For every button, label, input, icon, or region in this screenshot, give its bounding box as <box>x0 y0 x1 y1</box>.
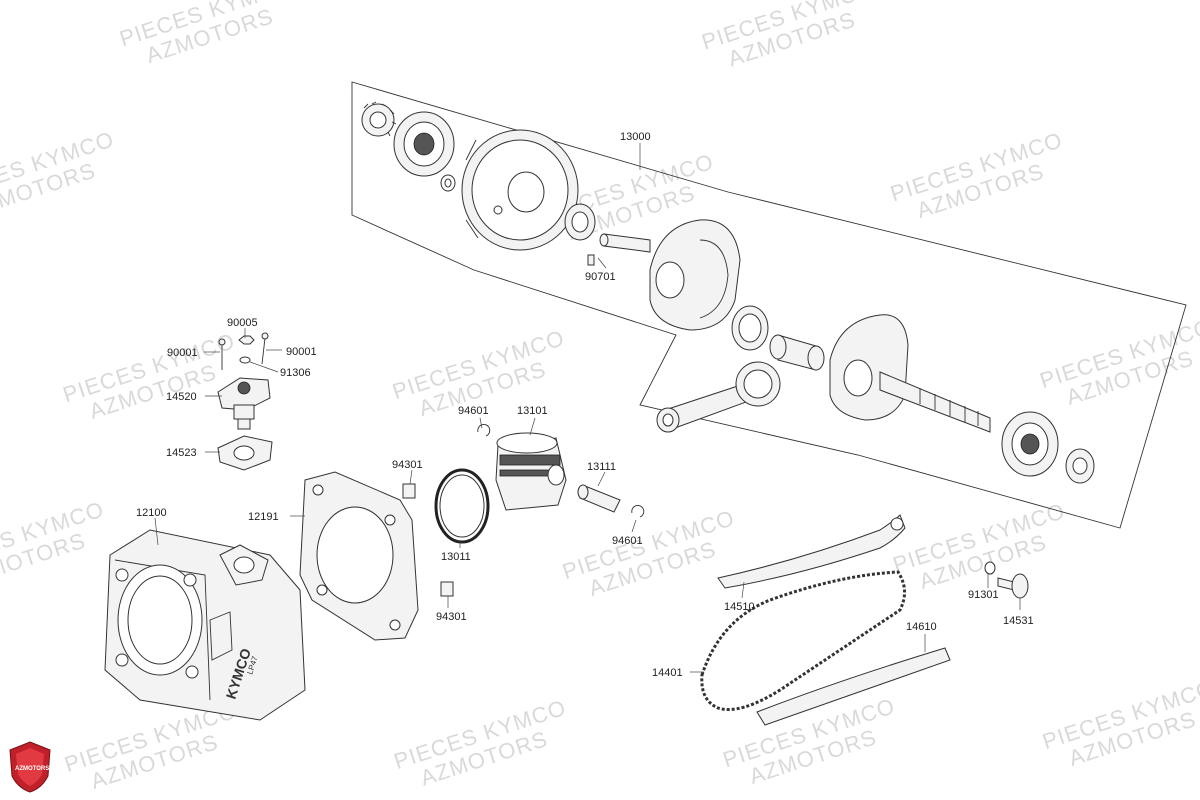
label-94301-upper: 94301 <box>392 459 423 471</box>
label-94301-lower: 94301 <box>436 611 467 623</box>
cylinder-base-gasket <box>299 471 419 641</box>
crank-seal-ring <box>564 203 596 241</box>
label-14510: 14510 <box>724 601 755 613</box>
crank-shaft-right-end <box>879 371 991 433</box>
cylinder-block: KYMCO LP47 <box>104 529 306 721</box>
left-bearing <box>393 111 455 177</box>
bolt-90001-right <box>261 337 266 365</box>
label-14520: 14520 <box>166 391 197 403</box>
crankshaft-assembly-parts <box>361 101 1095 484</box>
part-labels: 13000 90701 90005 90001 90001 91306 1452… <box>136 131 1034 679</box>
label-90001-left: 90001 <box>167 347 198 359</box>
label-94601-lower: 94601 <box>612 535 643 547</box>
piston-pin-circlip-upper <box>477 424 491 437</box>
label-90701: 90701 <box>585 271 616 283</box>
right-timing-sprocket <box>1065 448 1095 484</box>
label-91306: 91306 <box>280 367 311 379</box>
dowel-pin-upper <box>402 483 416 499</box>
leader-lines <box>154 143 1021 673</box>
cam-chain-tensioner <box>217 332 273 471</box>
connecting-rod <box>656 361 781 433</box>
right-bearing <box>1001 411 1059 477</box>
crank-pin <box>769 334 825 371</box>
logo-text: AZMOTORS <box>15 766 49 772</box>
left-timing-sprocket <box>361 101 397 137</box>
label-13011: 13011 <box>441 551 471 563</box>
piston-pin-circlip-lower <box>631 505 645 518</box>
label-13111: 13111 <box>587 461 616 473</box>
label-14531: 14531 <box>1003 615 1034 627</box>
label-12100: 12100 <box>136 507 167 519</box>
crankshaft-assembly-outline <box>351 81 1187 529</box>
label-90001-right: 90001 <box>286 346 317 358</box>
label-14610: 14610 <box>906 621 937 633</box>
dowel-pin-lower <box>440 581 454 597</box>
piston <box>495 432 567 511</box>
azmotors-logo: AZMOTORS <box>9 741 51 793</box>
cam-chain-tensioner-guide <box>717 514 906 589</box>
crank-pin-sleeve <box>731 305 769 351</box>
label-90005: 90005 <box>227 317 258 329</box>
label-14401: 14401 <box>652 667 683 679</box>
cam-chain <box>700 570 906 712</box>
label-94601-upper: 94601 <box>458 405 489 417</box>
left-crank-web <box>649 219 741 331</box>
label-91301: 91301 <box>968 589 999 601</box>
label-13000: 13000 <box>620 131 651 143</box>
cam-chain-guide <box>756 647 951 726</box>
piston-ring-set <box>434 468 490 544</box>
oil-seal-washer <box>440 174 456 192</box>
right-crank-web <box>829 314 909 421</box>
washer-91306 <box>239 356 251 364</box>
label-13101: 13101 <box>517 405 548 417</box>
tensioner-pivot-bolt <box>997 573 1029 599</box>
pivot-bolt-washer <box>984 561 996 575</box>
label-12191: 12191 <box>248 511 279 523</box>
crank-shaft-left-end <box>587 233 651 266</box>
crank-flywheel-disc <box>461 129 579 251</box>
piston-pin <box>577 484 621 513</box>
label-14523: 14523 <box>166 447 197 459</box>
nut-90005 <box>238 335 255 345</box>
